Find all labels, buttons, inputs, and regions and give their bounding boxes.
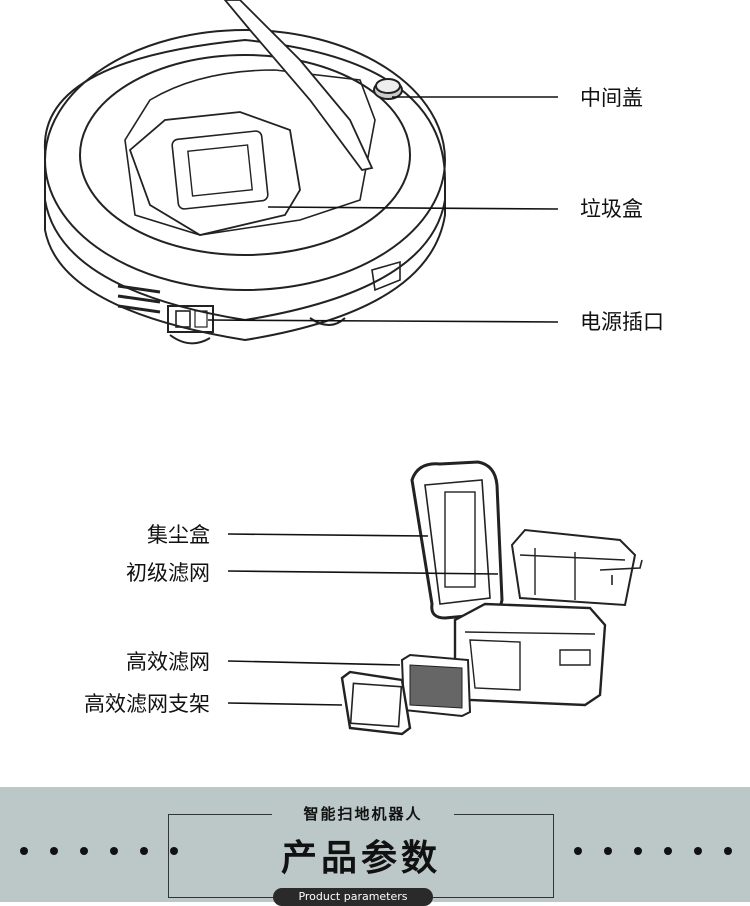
bottom-leader-lines bbox=[227, 533, 499, 706]
label-primary-filter: 初级滤网 bbox=[126, 561, 210, 585]
label-hepa-filter: 高效滤网 bbox=[126, 650, 210, 674]
banner-title: 产品参数 bbox=[280, 838, 441, 879]
robot-vacuum-illustration bbox=[43, 0, 446, 345]
dust-bin-exploded-illustration bbox=[340, 460, 643, 736]
top-leader-lines bbox=[207, 96, 559, 323]
label-middle-cover: 中间盖 bbox=[580, 86, 643, 110]
label-dust-box: 集尘盒 bbox=[147, 523, 210, 547]
label-power-socket: 电源插口 bbox=[580, 310, 664, 334]
left-dots bbox=[20, 847, 178, 855]
banner-english-pill: Product parameters bbox=[273, 888, 433, 906]
label-hepa-filter-holder: 高效滤网支架 bbox=[84, 692, 210, 716]
section-header-banner: 智能扫地机器人 产品参数 Product parameters bbox=[0, 787, 750, 906]
right-dots bbox=[574, 847, 732, 855]
banner-subtitle: 智能扫地机器人 bbox=[272, 802, 454, 826]
label-garbage-box: 垃圾盒 bbox=[580, 197, 643, 221]
product-diagram bbox=[43, 0, 643, 736]
